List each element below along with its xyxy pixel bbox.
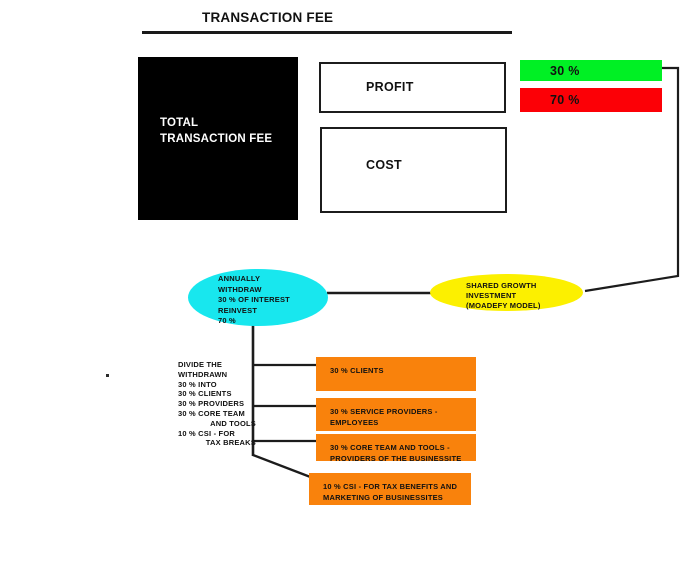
annual-withdraw-line-0: ANNUALLY (218, 274, 261, 283)
annual-withdraw-line-1: WITHDRAW (218, 284, 262, 294)
allocation-line-1: 30 % CLIENTS (330, 366, 384, 375)
allocation-box-csi: 10 % CSI - FOR TAX BENEFITS AND MARKETIN… (309, 473, 471, 505)
cost-percentage-bar: 70 % (520, 88, 662, 112)
cost-box: COST (320, 127, 507, 213)
shared-growth-line-0: SHARED GROWTH (466, 281, 537, 290)
allocation-box-service-providers: 30 % SERVICE PROVIDERS - EMPLOYEES (316, 398, 476, 431)
divide-caption-line-1: WITHDRAWN (178, 369, 228, 379)
allocation-line-2: MARKETING OF BUSINESSITES (323, 492, 444, 502)
cost-label: COST (366, 158, 402, 172)
annual-withdraw-node (188, 269, 328, 326)
divide-caption-line-8: TAX BREAKS (205, 438, 256, 448)
divide-caption-line-7: 10 % CSI - FOR (178, 428, 235, 438)
allocation-line-2: PROVIDERS OF THE BUSINESSITE (330, 453, 462, 463)
profit-percentage-bar: 30 % (520, 60, 662, 81)
divide-caption-line-2: 30 % INTO (178, 379, 217, 389)
allocation-box-core-team: 30 % CORE TEAM AND TOOLS - PROVIDERS OF … (316, 434, 476, 463)
profit-label: PROFIT (366, 80, 414, 94)
shared-growth-node-label: SHARED GROWTH INVESTMENT (MOADEFY MODEL) (466, 281, 586, 311)
title-underline (142, 31, 512, 34)
allocation-line-2: EMPLOYEES (330, 417, 379, 427)
annual-withdraw-line-4: 70 % (218, 316, 236, 325)
shared-growth-line-1: INVESTMENT (466, 291, 517, 300)
page-title: TRANSACTION FEE (202, 10, 334, 25)
divide-withdrawn-caption: DIVIDE THE WITHDRAWN 30 % INTO 30 % CLIE… (178, 360, 256, 448)
allocation-line-1: 10 % CSI - FOR TAX BENEFITS AND (323, 482, 458, 491)
divide-caption-line-5: 30 % CORE TEAM (178, 408, 245, 418)
divide-caption-line-3: 30 % CLIENTS (178, 389, 232, 399)
stray-dot-marker (106, 374, 109, 377)
profit-box: PROFIT (319, 62, 506, 113)
total-transaction-fee-label: TOTAL TRANSACTION FEE (160, 117, 273, 145)
divide-caption-line-6: AND TOOLS (210, 418, 256, 428)
shared-growth-node (430, 274, 583, 311)
shared-growth-line-2: (MOADEFY MODEL) (466, 301, 541, 310)
divide-caption-line-0: DIVIDE THE (178, 360, 223, 369)
allocation-line-1: 30 % SERVICE PROVIDERS - (330, 407, 438, 416)
divide-caption-line-4: 30 % PROVIDERS (178, 399, 245, 409)
allocation-line-1: 30 % CORE TEAM AND TOOLS - (330, 443, 450, 452)
annual-withdraw-line-3: REINVEST (218, 305, 258, 315)
allocation-box-clients: 30 % CLIENTS (316, 357, 476, 391)
annual-withdraw-node-label: ANNUALLY WITHDRAW 30 % OF INTEREST REINV… (218, 274, 330, 327)
annual-withdraw-line-2: 30 % OF INTEREST (218, 295, 290, 304)
total-transaction-fee-box (138, 57, 298, 220)
